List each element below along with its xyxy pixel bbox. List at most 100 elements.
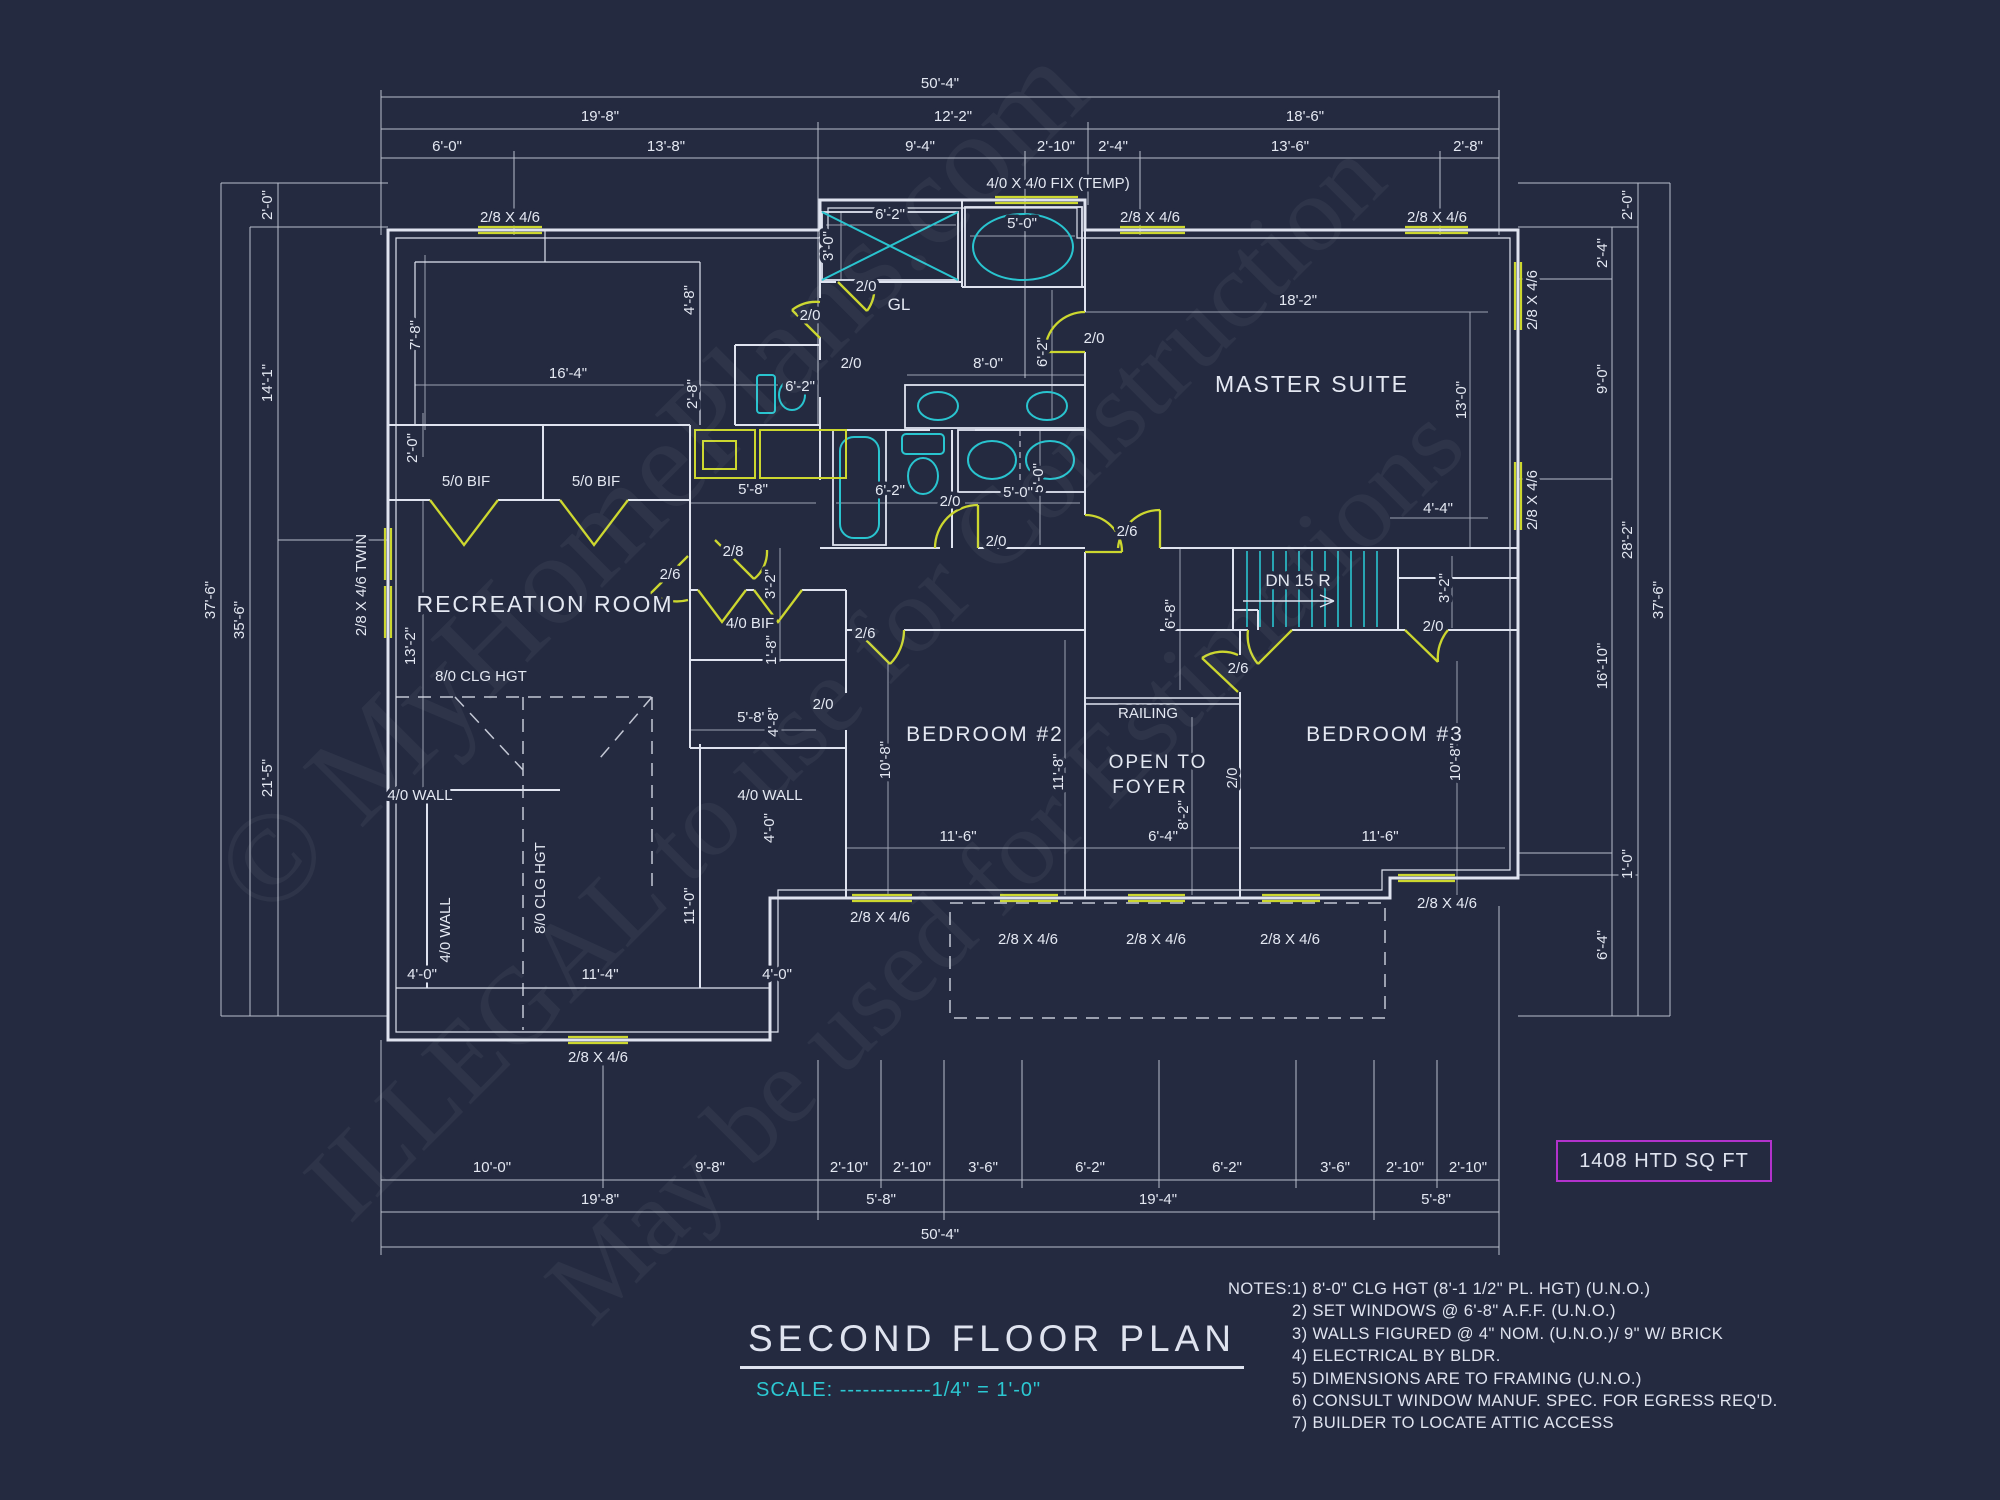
- plan-label: 2/6: [1117, 523, 1138, 540]
- door-swing: [1201, 650, 1239, 693]
- plan-label: 2'-10": [1386, 1159, 1424, 1176]
- plan-label: 19'-8": [581, 108, 619, 125]
- note-item: 4) ELECTRICAL BY BLDR.: [1292, 1347, 1501, 1366]
- plan-label: 4'-8": [681, 285, 698, 315]
- shower-outline: [821, 211, 959, 281]
- note-item: 7) BUILDER TO LOCATE ATTIC ACCESS: [1292, 1414, 1614, 1433]
- plan-label: 5/0 BIF: [442, 473, 490, 490]
- plan-label: 9'-8": [695, 1159, 725, 1176]
- sink-icon: [756, 374, 776, 414]
- plan-label: 16'-4": [549, 365, 587, 382]
- plan-label: GL: [888, 295, 911, 314]
- plan-label: 2/8: [723, 543, 744, 560]
- plan-label: 8/0 CLG HGT: [532, 842, 549, 934]
- plan-label: 2/0: [1423, 618, 1444, 635]
- plan-label: 13'-6": [1271, 138, 1309, 155]
- door-swing: [837, 281, 876, 312]
- plan-label: 2/6: [1228, 660, 1249, 677]
- plan-label: RAILING: [1118, 705, 1178, 722]
- notes-block: NOTES: 1) 8'-0" CLG HGT (8'-1 1/2" PL. H…: [1228, 1278, 1778, 1435]
- plan-label: 3'-0": [820, 231, 837, 261]
- plan-label: 3'-2": [1436, 573, 1453, 603]
- sink-icon: [917, 391, 959, 421]
- plan-label: 2'-0": [259, 190, 276, 220]
- plan-label: 2/0: [940, 493, 961, 510]
- plan-label: 11'-8": [1050, 753, 1067, 790]
- plan-label: 19'-4": [1139, 1191, 1177, 1208]
- plan-label: 13'-2": [402, 627, 419, 665]
- plan-label: 5'-8": [866, 1191, 896, 1208]
- note-item: 6) CONSULT WINDOW MANUF. SPEC. FOR EGRES…: [1292, 1392, 1778, 1411]
- plan-label: BEDROOM #3: [1306, 723, 1464, 746]
- plan-label: 2'-8": [684, 379, 701, 409]
- door-swing: [1404, 629, 1449, 663]
- shower-x-icon: [821, 211, 959, 281]
- plan-label: 6'-4": [1148, 828, 1178, 845]
- plan-label: 18'-2": [1279, 292, 1317, 309]
- plan-label: 2'-4": [1594, 238, 1611, 268]
- plan-label: 6'-2": [875, 482, 905, 499]
- plan-label: 8/0 CLG HGT: [435, 668, 527, 685]
- plan-label: 28'-2": [1619, 521, 1636, 559]
- door-swing: [1043, 310, 1086, 354]
- plan-label: 37'-6": [1650, 581, 1667, 619]
- railing-lines: [1085, 697, 1240, 705]
- plan-label: 2/0: [1224, 768, 1241, 789]
- plan-label: 35'-6": [231, 601, 248, 639]
- plan-label: 6'-2": [1212, 1159, 1242, 1176]
- plan-label: 2/8 X 4/6: [1407, 209, 1467, 226]
- plan-label: 2'-4": [1098, 138, 1128, 155]
- plan-label: 11'-4": [581, 966, 618, 983]
- plan-label: 12'-2": [934, 108, 972, 125]
- door-swing: [1116, 508, 1162, 549]
- plan-label: 21'-5": [259, 759, 276, 797]
- plan-label: 2'-0": [1619, 190, 1636, 220]
- doors: [429, 281, 1449, 693]
- fixture-outlines: [821, 206, 1086, 546]
- plan-label: 2'-10": [1037, 138, 1075, 155]
- plan-label: 6'-8": [1162, 599, 1179, 629]
- plan-label: 8'-0": [973, 355, 1003, 372]
- labels-layer: 50'-4"19'-8"12'-2"18'-6"6'-0"13'-8"9'-4"…: [199, 72, 1671, 1247]
- plan-label: 1'-0": [1619, 849, 1636, 879]
- plan-label: 2'-10": [1449, 1159, 1487, 1176]
- plan-label: 4'-0": [407, 966, 437, 983]
- bathtub-icon: [839, 436, 880, 539]
- plan-label: 50'-4": [921, 1226, 959, 1243]
- plan-label: 10'-8": [1447, 743, 1464, 781]
- plan-label: 2/0: [813, 696, 834, 713]
- door-swing: [714, 539, 769, 580]
- garden-tub-icon: [972, 213, 1074, 281]
- windows: [383, 195, 1523, 1045]
- plan-label: 5'-8": [1421, 1191, 1451, 1208]
- plan-label: 5/0 BIF: [572, 473, 620, 490]
- notes-heading: NOTES:: [1228, 1280, 1292, 1298]
- plan-label: 4/0 X 4/0 FIX (TEMP): [986, 175, 1129, 192]
- toilet-icon: [778, 379, 806, 411]
- vanity-bottom: [957, 429, 1086, 493]
- plan-label: 6'-4": [1594, 930, 1611, 960]
- plan-label: FOYER: [1112, 777, 1187, 798]
- note-item: 1) 8'-0" CLG HGT (8'-1 1/2" PL. HGT) (U.…: [1292, 1280, 1651, 1298]
- plan-label: 3'-2": [762, 569, 779, 599]
- plan-label: 2/8 X 4/6 TWIN: [353, 534, 370, 636]
- plan-label: 11'-6": [1361, 828, 1398, 845]
- plan-label: 6'-2": [1034, 337, 1051, 367]
- plan-label: 2/8 X 4/6: [568, 1049, 628, 1066]
- plan-label: 19'-8": [581, 1191, 619, 1208]
- door-swing: [791, 300, 821, 339]
- note-item: 5) DIMENSIONS ARE TO FRAMING (U.N.O.): [1292, 1369, 1642, 1388]
- sink-icon: [967, 440, 1017, 480]
- sink-icon: [1026, 391, 1068, 421]
- plan-label: 9'-4": [905, 138, 935, 155]
- bifold-doors: [429, 499, 803, 624]
- plan-label: 4/0 WALL: [437, 897, 454, 962]
- plan-label: 3'-6": [968, 1159, 998, 1176]
- bathtub-outline: [832, 429, 887, 546]
- plan-label: 5'-0": [1003, 484, 1033, 501]
- plan-label: 2/8 X 4/6: [1417, 895, 1477, 912]
- plan-label: 2/8 X 4/6: [998, 931, 1058, 948]
- plan-label: 11'-0": [681, 887, 698, 924]
